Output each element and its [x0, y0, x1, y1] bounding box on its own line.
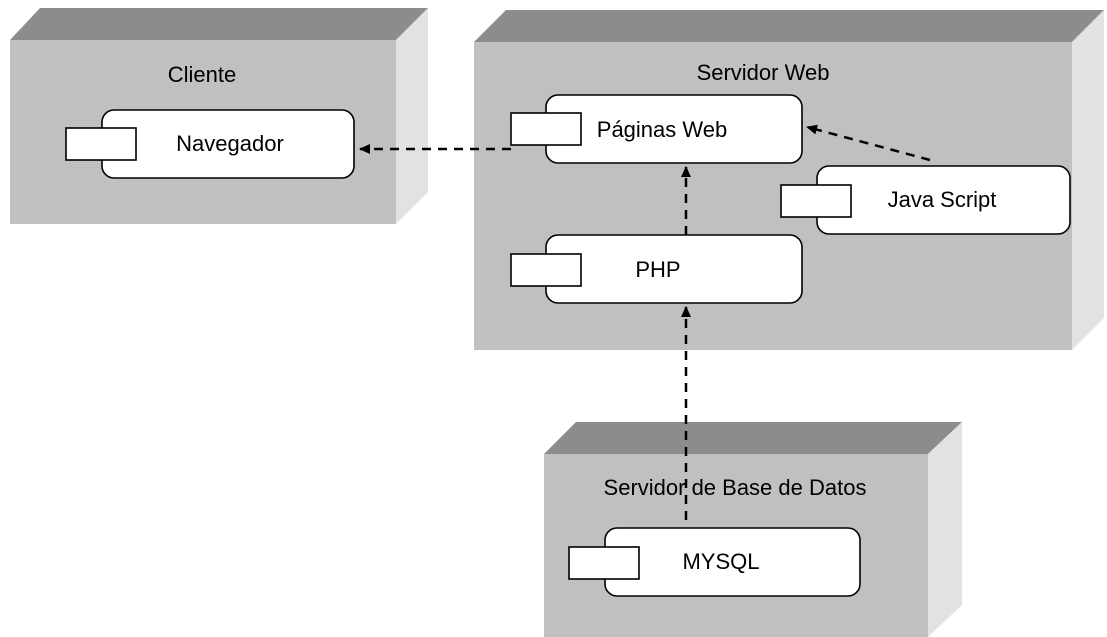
component-navegador: Navegador [65, 109, 355, 179]
component-navegador-label: Navegador [176, 131, 284, 156]
component-php-tab [510, 253, 582, 287]
component-javascript-label: Java Script [888, 187, 997, 212]
component-php: PHP [510, 234, 803, 304]
component-paginas-web: Páginas Web [510, 94, 803, 164]
node-servidor-bd-side [928, 422, 962, 637]
component-mysql-label: MYSQL [682, 549, 759, 574]
node-cliente-side [396, 8, 428, 224]
component-javascript-tab [780, 184, 852, 218]
component-paginas-web-label: Páginas Web [597, 117, 727, 142]
component-mysql-tab [568, 546, 640, 580]
node-servidor-bd-label: Servidor de Base de Datos [604, 475, 867, 500]
component-php-label: PHP [635, 257, 680, 282]
node-servidor-web-top [474, 10, 1104, 42]
node-cliente-top [10, 8, 428, 40]
node-servidor-bd-top [544, 422, 962, 454]
component-mysql: MYSQL [568, 527, 861, 597]
node-servidor-web-side [1072, 10, 1104, 350]
component-paginas-web-tab [510, 112, 582, 146]
dependency-arrow-javascript-to-paginas [806, 124, 931, 162]
node-servidor-web-label: Servidor Web [697, 60, 830, 85]
component-navegador-tab [65, 127, 137, 161]
component-javascript: Java Script [780, 165, 1071, 235]
node-cliente-label: Cliente [168, 62, 236, 87]
